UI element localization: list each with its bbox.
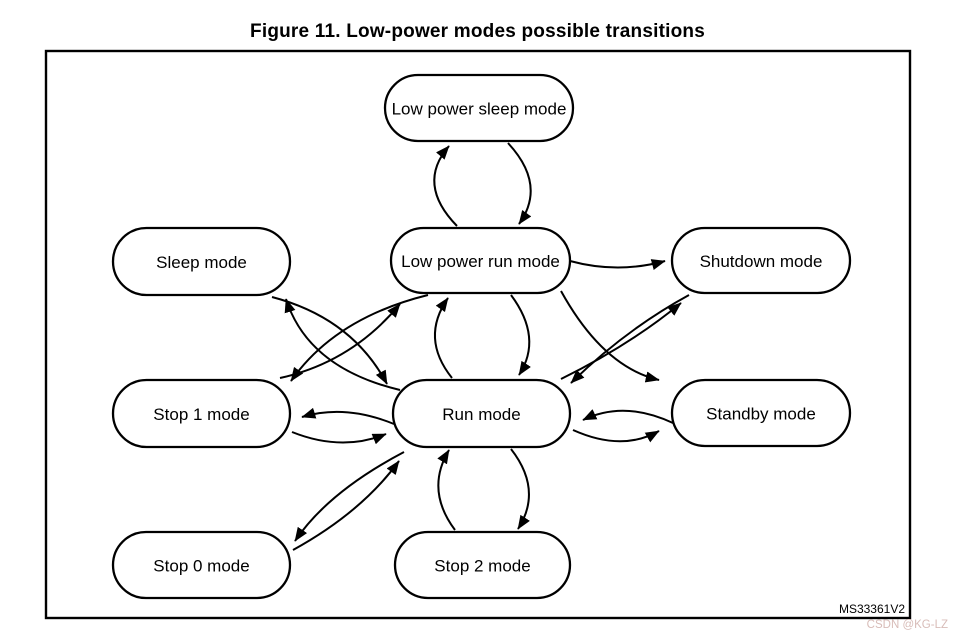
node-standby: Standby mode: [670, 378, 852, 448]
edge-run-to-low-power-run: [434, 297, 453, 379]
edge-low-power-run-to-stop1: [290, 294, 429, 382]
node-shutdown: Shutdown mode: [670, 226, 852, 295]
node-label-sleep: Sleep mode: [156, 253, 247, 272]
node-label-run: Run mode: [442, 405, 520, 424]
node-stop1: Stop 1 mode: [111, 378, 292, 449]
transition-arrows: [271, 142, 690, 551]
node-low-power-sleep: Low power sleep mode: [383, 73, 575, 143]
node-label-shutdown: Shutdown mode: [700, 252, 823, 271]
edge-run-to-stop1: [301, 407, 395, 425]
edge-stop1-to-run: [291, 431, 387, 445]
node-sleep: Sleep mode: [111, 226, 292, 297]
node-shape-run: [391, 378, 572, 449]
node-run: Run mode: [391, 378, 572, 449]
edge-stop2-to-run: [437, 449, 456, 531]
node-stop0: Stop 0 mode: [111, 530, 292, 600]
edge-sleep-to-run: [271, 296, 388, 385]
edge-stop0-to-run: [292, 460, 400, 551]
edge-run-to-standby: [572, 429, 660, 443]
node-label-standby: Standby mode: [706, 405, 816, 424]
edge-low-power-run-to-low-power-sleep: [433, 145, 458, 227]
node-shape-stop2: [393, 530, 572, 600]
edge-low-power-run-to-shutdown: [569, 259, 666, 270]
node-label-stop1: Stop 1 mode: [153, 405, 249, 424]
edge-low-power-run-to-standby: [560, 290, 660, 383]
edge-shutdown-to-run: [570, 294, 690, 384]
watermark: CSDN @KG-LZ: [866, 619, 948, 631]
figure-title: Figure 11. Low-power modes possible tran…: [250, 21, 705, 42]
edge-run-to-stop2: [510, 448, 530, 530]
node-shape-standby: [670, 378, 852, 448]
node-label-stop0: Stop 0 mode: [153, 557, 249, 576]
node-shape-stop1: [111, 378, 292, 449]
edge-standby-to-run: [582, 409, 674, 424]
edge-stop1-to-low-power-run: [279, 303, 401, 379]
node-shape-low-power-run: [389, 226, 572, 295]
node-label-low-power-run: Low power run mode: [401, 252, 560, 271]
figure-frame: [44, 49, 912, 620]
node-shape-low-power-sleep: [383, 73, 575, 143]
edge-low-power-sleep-to-low-power-run: [507, 142, 532, 225]
node-shape-shutdown: [670, 226, 852, 295]
node-stop2: Stop 2 mode: [393, 530, 572, 600]
node-shape-sleep: [111, 226, 292, 297]
node-shape-stop0: [111, 530, 292, 600]
node-label-low-power-sleep: Low power sleep mode: [392, 100, 567, 119]
node-low-power-run: Low power run mode: [389, 226, 572, 295]
node-label-stop2: Stop 2 mode: [434, 557, 530, 576]
edge-low-power-run-to-run: [510, 294, 531, 376]
figure-code: MS33361V2: [839, 602, 905, 616]
